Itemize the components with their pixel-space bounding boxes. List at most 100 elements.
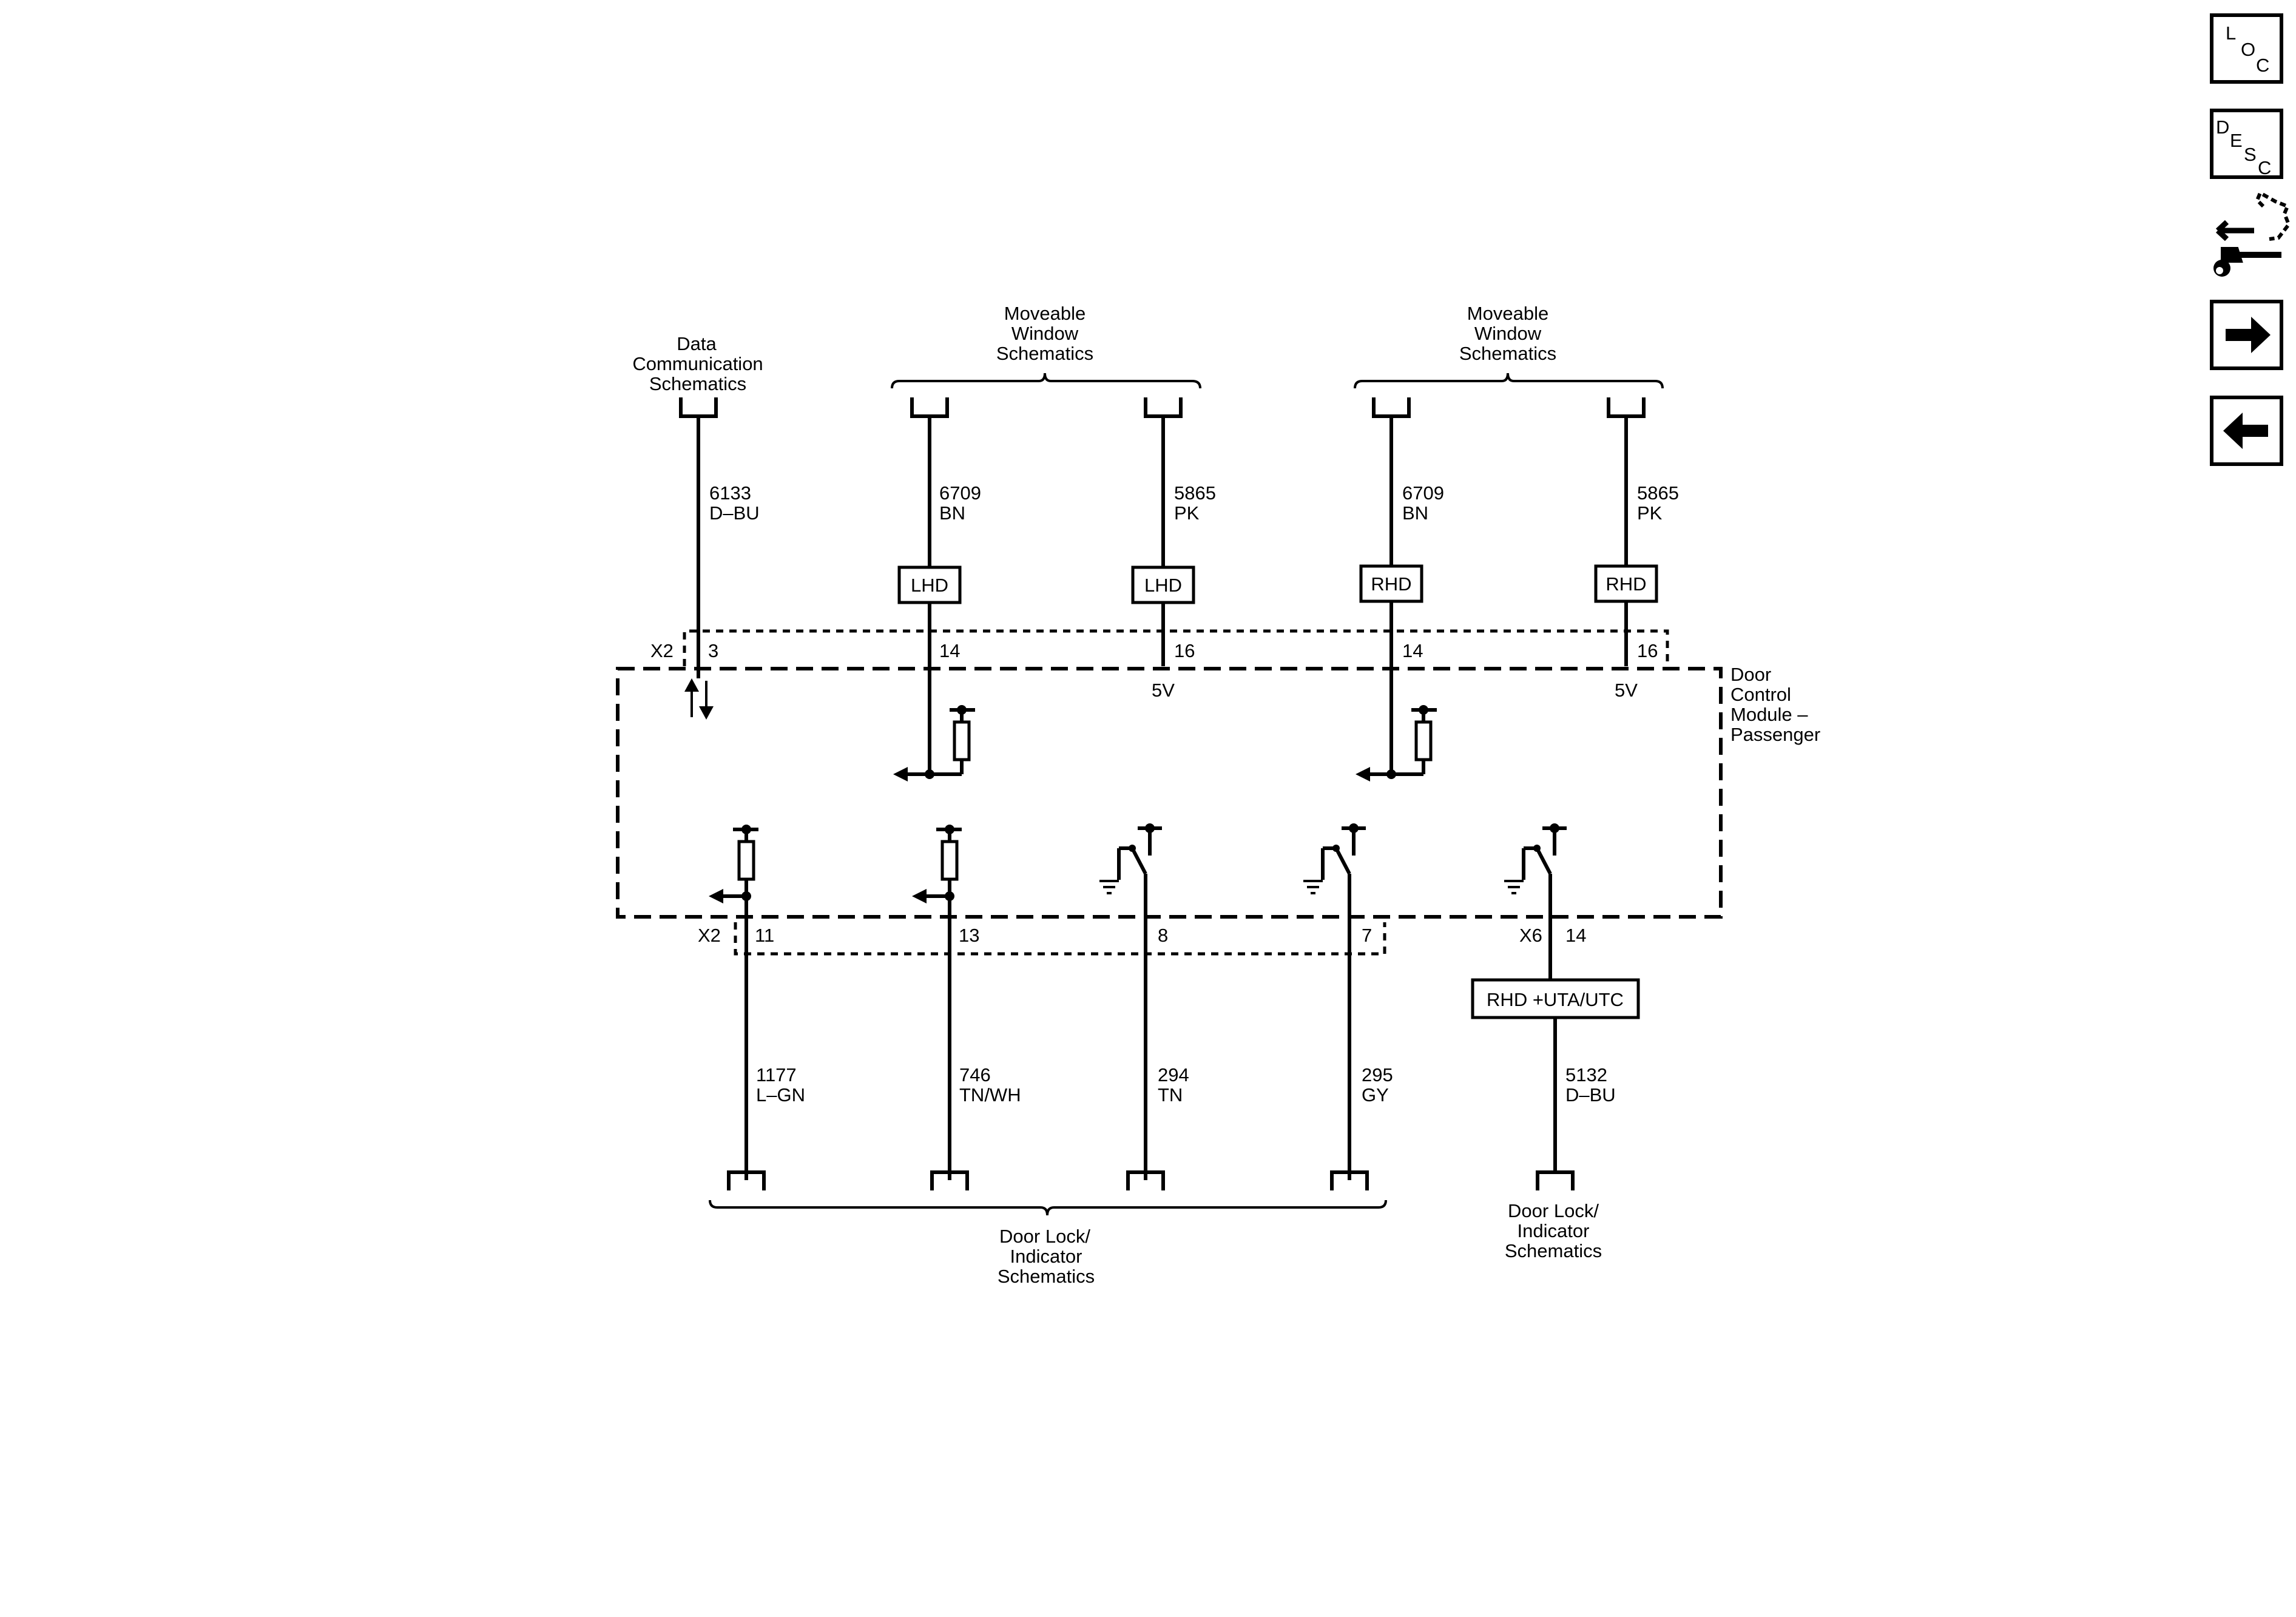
pullup-resistor-rhd: [1356, 705, 1437, 781]
svg-text:14: 14: [1402, 640, 1423, 661]
brace-top-right: [1354, 373, 1664, 389]
x6-connector-label: X6: [1519, 925, 1542, 946]
svg-text:16: 16: [1174, 640, 1195, 661]
option-box-rhd-uta-utc: RHD +UTA/UTC: [1471, 978, 1640, 1019]
circuit-color: BN: [939, 502, 965, 524]
moveable-window-left-line-3: Schematics: [996, 343, 1093, 364]
option-box-rhd-2: RHD: [1594, 564, 1658, 603]
bottom-sockets: [727, 1170, 1575, 1190]
moveable-window-left-line-1: Moveable: [1004, 303, 1086, 324]
moveable-window-right-line-3: Schematics: [1459, 343, 1556, 364]
option-box-lhd-2: LHD: [1131, 565, 1195, 604]
svg-text:RHD: RHD: [1371, 573, 1411, 595]
pullup-resistor-pin-11: [709, 825, 758, 1180]
desc-letter-c: C: [2258, 157, 2271, 178]
brace-bottom: [709, 1200, 1387, 1216]
top-sockets: [679, 397, 1646, 418]
svg-text:8: 8: [1158, 925, 1168, 946]
option-box-lhd-1: LHD: [897, 565, 962, 604]
pullup-resistor-lhd: [893, 705, 975, 781]
svg-text:Schematics: Schematics: [998, 1266, 1095, 1287]
brace-top-left: [891, 373, 1201, 389]
svg-text:Passenger: Passenger: [1730, 724, 1820, 745]
data-comm-line-3: Schematics: [649, 373, 746, 394]
circuit-color: TN: [1158, 1084, 1183, 1106]
svg-text:13: 13: [959, 925, 979, 946]
svg-text:Door Lock/: Door Lock/: [1508, 1200, 1599, 1221]
moveable-window-label-left: Moveable Window Schematics: [996, 303, 1093, 364]
circuit-color: PK: [1637, 502, 1663, 524]
moveable-window-left-line-2: Window: [1011, 323, 1079, 344]
arrow-left-icon: [2223, 413, 2268, 449]
svg-text:11: 11: [755, 925, 774, 946]
bottom-connector-outline: [734, 922, 1386, 956]
svg-text:Schematics: Schematics: [1505, 1240, 1602, 1261]
bottom-connector-label: X2: [698, 925, 721, 946]
moveable-window-right-line-1: Moveable: [1467, 303, 1548, 324]
voltage-label: 5V: [1152, 680, 1175, 701]
circuit-number: 5865: [1174, 482, 1216, 504]
bottom-circuit-labels: 1177 L–GN 746 TN/WH 294 TN 295 GY 5132 D…: [756, 1064, 1616, 1106]
circuit-color: TN/WH: [959, 1084, 1021, 1106]
bidirectional-arrow-icon: [684, 678, 714, 720]
svg-text:Door Lock/: Door Lock/: [999, 1226, 1090, 1247]
ground-switch-pin-8: [1099, 823, 1162, 1180]
voltage-label: 5V: [1615, 680, 1638, 701]
circuit-number: 294: [1158, 1064, 1189, 1085]
data-comm-line-2: Communication: [632, 353, 763, 374]
data-comm-label: Data Communication Schematics: [632, 333, 763, 394]
next-page-button[interactable]: [2210, 300, 2283, 370]
svg-text:7: 7: [1362, 925, 1372, 946]
loc-letter-o: O: [2241, 39, 2255, 60]
desc-letter-s: S: [2244, 144, 2257, 165]
loc-letter-c: C: [2256, 55, 2269, 76]
loc-letter-l: L: [2226, 22, 2236, 44]
data-comm-line-1: Data: [677, 333, 717, 354]
moveable-window-label-right: Moveable Window Schematics: [1459, 303, 1556, 364]
door-lock-label-x6: Door Lock/ Indicator Schematics: [1505, 1200, 1602, 1261]
door-lock-label: Door Lock/ Indicator Schematics: [998, 1226, 1095, 1287]
svg-text:Module –: Module –: [1730, 704, 1808, 725]
top-connector-label: X2: [650, 640, 674, 661]
desc-letter-e: E: [2230, 130, 2243, 151]
arrow-right-icon: [2226, 317, 2271, 353]
top-circuit-labels: 6133 D–BU 6709 BN 5865 PK 6709 BN 5865 P…: [709, 482, 1679, 524]
circuit-number: 6709: [939, 482, 981, 504]
svg-text:14: 14: [939, 640, 960, 661]
loc-button[interactable]: L O C: [2210, 13, 2283, 84]
circuit-number: 746: [959, 1064, 991, 1085]
pullup-resistor-pin-13: [912, 825, 962, 1180]
circuit-number: 295: [1362, 1064, 1393, 1085]
svg-text:RHD +UTA/UTC: RHD +UTA/UTC: [1487, 989, 1624, 1010]
circuit-number: 5132: [1565, 1064, 1607, 1085]
circuit-color: PK: [1174, 502, 1200, 524]
module-outline: [616, 667, 1723, 919]
connector-wrench-icon: [2213, 190, 2291, 277]
bottom-pin-labels: 11 13 8 7 14: [755, 925, 1586, 946]
svg-text:LHD: LHD: [1144, 575, 1182, 596]
svg-text:LHD: LHD: [911, 575, 948, 596]
circuit-color: BN: [1402, 502, 1428, 524]
svg-text:Control: Control: [1730, 684, 1791, 705]
module-name: Door Control Module – Passenger: [1730, 664, 1820, 745]
svg-text:Indicator: Indicator: [1518, 1220, 1590, 1241]
ground-switch-x6-pin-14: [1504, 823, 1567, 980]
circuit-number: 5865: [1637, 482, 1679, 504]
circuit-color: GY: [1362, 1084, 1389, 1106]
svg-text:Indicator: Indicator: [1010, 1246, 1082, 1267]
previous-page-button[interactable]: [2210, 396, 2283, 466]
circuit-number: 6133: [709, 482, 751, 504]
svg-text:3: 3: [708, 640, 718, 661]
option-box-rhd-1: RHD: [1359, 564, 1423, 603]
connector-repair-button[interactable]: [2213, 190, 2291, 277]
circuit-number: 1177: [756, 1064, 797, 1085]
circuit-number: 6709: [1402, 482, 1444, 504]
circuit-color: D–BU: [1565, 1084, 1616, 1106]
circuit-color: L–GN: [756, 1084, 805, 1106]
svg-text:RHD: RHD: [1606, 573, 1646, 595]
svg-text:Door: Door: [1730, 664, 1771, 685]
svg-text:14: 14: [1565, 925, 1586, 946]
circuit-color: D–BU: [709, 502, 760, 524]
desc-button[interactable]: D E S C: [2210, 109, 2283, 179]
